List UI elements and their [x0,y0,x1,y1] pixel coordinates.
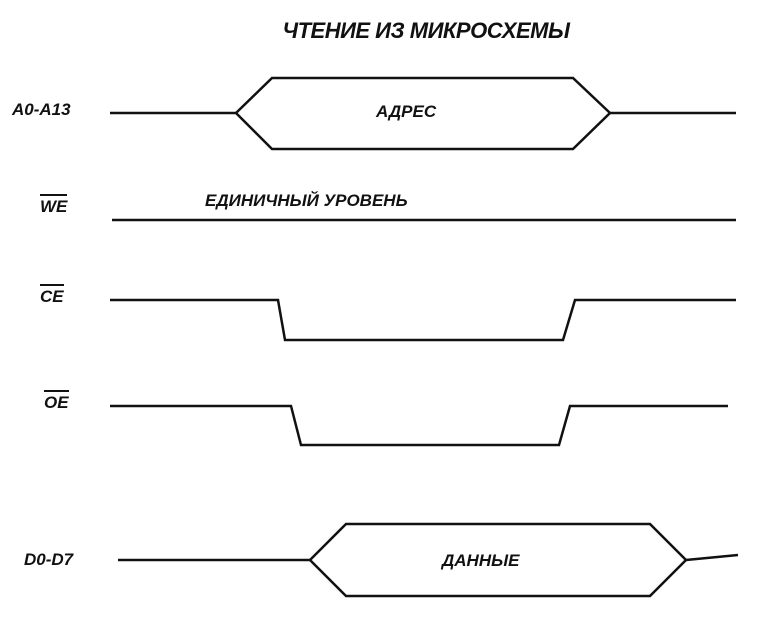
we-level-annotation: ЕДИНИЧНЫЙ УРОВЕНЬ [205,191,408,210]
data-idle-right [685,553,739,562]
address-bus-label: A0-A13 [12,100,71,119]
data-bus-value: ДАННЫЕ [442,551,520,570]
we-signal-label: WE [40,194,68,217]
data-valid-window [308,522,688,598]
address-bus-value: АДРЕС [376,102,437,121]
oe-signal-label: OE [44,390,69,413]
oe-waveform [110,404,728,447]
ce-pulse [110,298,736,342]
data-waveform [118,522,739,598]
data-bus-label: D0-D7 [24,550,74,569]
diagram-title: ЧТЕНИЕ ИЗ МИКРОСХЕМЫ [282,18,571,43]
ce-signal-label: CE [40,284,64,307]
address-waveform [110,76,736,151]
ce-waveform [110,298,736,342]
oe-pulse [110,404,728,447]
address-valid-window [234,76,612,151]
